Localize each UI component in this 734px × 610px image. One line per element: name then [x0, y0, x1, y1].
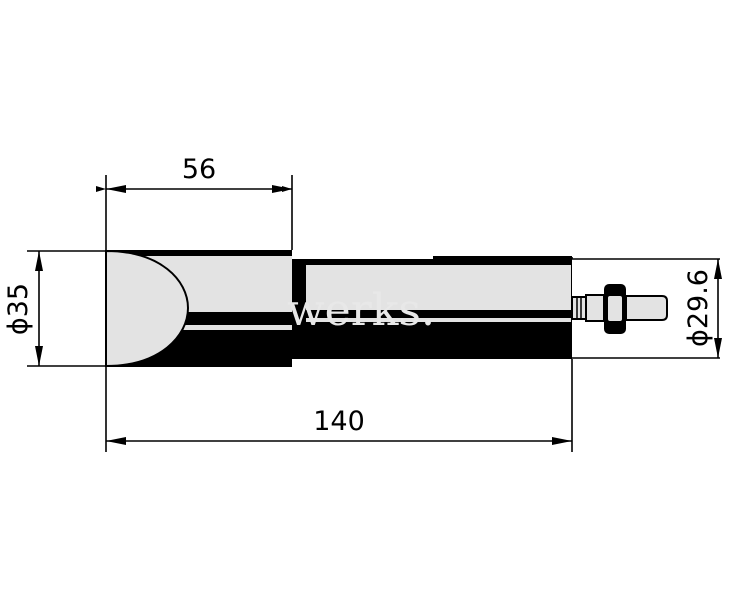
dimension-body-diameter: ϕ29.6	[683, 259, 722, 358]
dimension-label-56: 56	[182, 154, 216, 185]
dimension-label-140: 140	[313, 406, 365, 437]
watermark-text: werks.	[287, 285, 435, 336]
dimension-head-diameter: ϕ35	[3, 251, 43, 366]
dimension-label-diameter-35: ϕ35	[3, 283, 34, 335]
dimension-head-length: 56	[96, 154, 292, 193]
dimension-label-diameter-29-6: ϕ29.6	[683, 269, 714, 347]
dimension-overall-length: 140	[106, 406, 572, 445]
probe-head	[105, 249, 292, 368]
extension-lines	[27, 175, 720, 452]
connector	[571, 284, 668, 334]
probe-body	[292, 256, 572, 359]
